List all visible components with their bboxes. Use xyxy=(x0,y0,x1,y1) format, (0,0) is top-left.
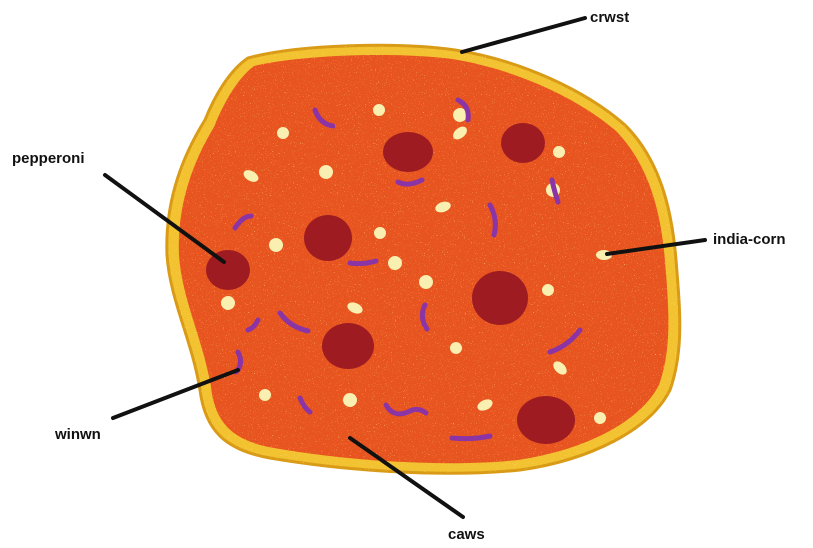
label-sauce: caws xyxy=(448,527,485,542)
pepperoni-slice xyxy=(383,132,433,172)
pepperoni-slice xyxy=(472,271,528,325)
leader-line-crust xyxy=(462,18,585,52)
onion-strip xyxy=(350,261,376,264)
pepperoni-slice xyxy=(304,215,352,261)
label-pepperoni: pepperoni xyxy=(12,151,85,166)
label-onion: winwn xyxy=(55,427,101,442)
onion-strip xyxy=(452,436,490,439)
pepperoni-slice xyxy=(501,123,545,163)
pepperoni-slice xyxy=(517,396,575,444)
label-india-corn: india-corn xyxy=(713,232,786,247)
label-crust: crwst xyxy=(590,10,629,25)
pepperoni-slice xyxy=(322,323,374,369)
